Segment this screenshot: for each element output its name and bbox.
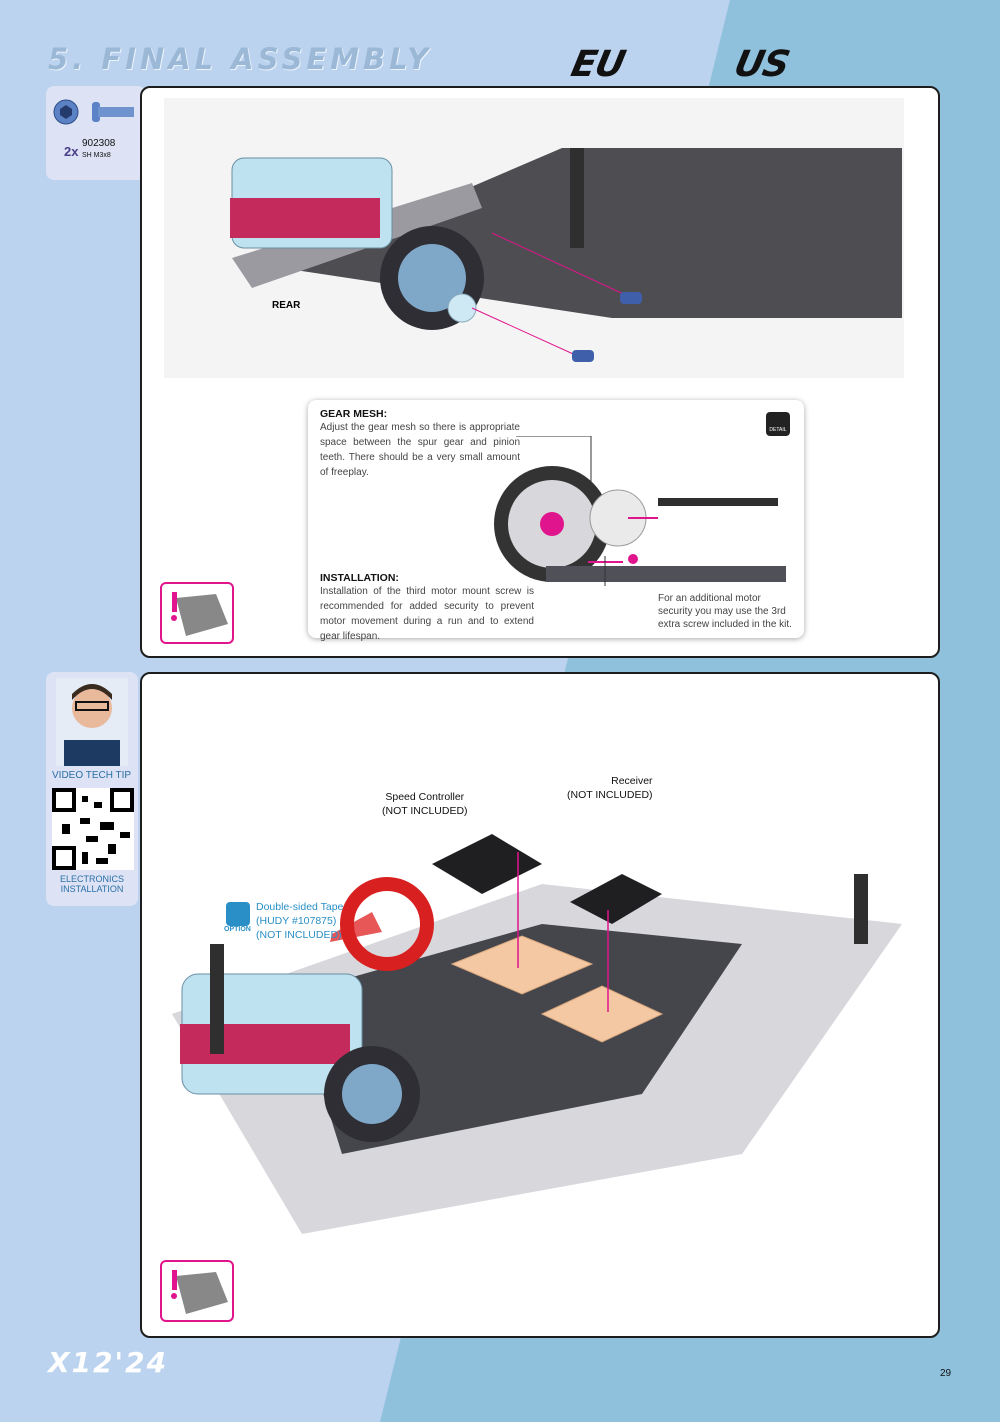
installation-text: Installation of the third motor mount sc… xyxy=(320,586,534,642)
extra-screw-note: For an additional motor security you may… xyxy=(658,593,792,630)
gear-detail-illustration xyxy=(494,436,786,586)
step2-panel: Speed Controller (NOT INCLUDED) Receiver… xyxy=(140,672,940,1338)
parts-card: 2x 902308 SH M3x8 xyxy=(46,86,146,180)
detail-badge-label: DETAIL xyxy=(769,427,787,433)
model-logo: X12'24 xyxy=(48,1346,169,1379)
presenter-avatar xyxy=(56,678,128,766)
detail-magnifier-icon: DETAIL xyxy=(766,412,790,436)
gear-mesh-callout: GEAR MESH: Adjust the gear mesh so there… xyxy=(308,400,804,642)
chassis-illustration-top xyxy=(164,98,904,378)
installation-title: INSTALLATION: xyxy=(320,572,399,584)
video-tech-tip-card[interactable]: VIDEO TECH TIP ELECTRONICS INSTALLATION xyxy=(46,672,138,906)
part-code: 902308 xyxy=(82,138,116,149)
rear-label: REAR xyxy=(272,300,301,311)
part-qty: 2x xyxy=(64,144,79,159)
chassis-illustration-bottom xyxy=(172,834,902,1234)
page-number: 29 xyxy=(940,1368,952,1379)
thumbs-up-icon xyxy=(226,902,250,926)
step1-panel: REAR GEAR MESH: Adjust the gear mesh so … xyxy=(140,86,940,658)
double-sided-tape-label: Double-sided Tape (HUDY #107875) (NOT IN… xyxy=(256,901,344,941)
screw-icon xyxy=(53,99,134,125)
warning-icon xyxy=(160,582,234,644)
gear-mesh-title: GEAR MESH: xyxy=(320,408,388,420)
video-tip-label: VIDEO TECH TIP xyxy=(52,770,132,781)
speed-controller-label: Speed Controller (NOT INCLUDED) xyxy=(382,791,468,817)
qr-code-icon[interactable] xyxy=(52,788,134,870)
video-caption: ELECTRONICS INSTALLATION xyxy=(59,874,124,894)
part-desc: SH M3x8 xyxy=(82,152,111,159)
receiver-label: Receiver (NOT INCLUDED) xyxy=(567,775,653,801)
gear-mesh-text: Adjust the gear mesh so there is appropr… xyxy=(320,422,520,478)
brand-eu-logo: EU xyxy=(567,44,629,85)
warning-icon-2 xyxy=(160,1260,234,1322)
page-title: 5. FINAL ASSEMBLY xyxy=(48,42,433,76)
option-badge: OPTION xyxy=(224,926,251,933)
brand-us-logo: US xyxy=(730,44,793,85)
